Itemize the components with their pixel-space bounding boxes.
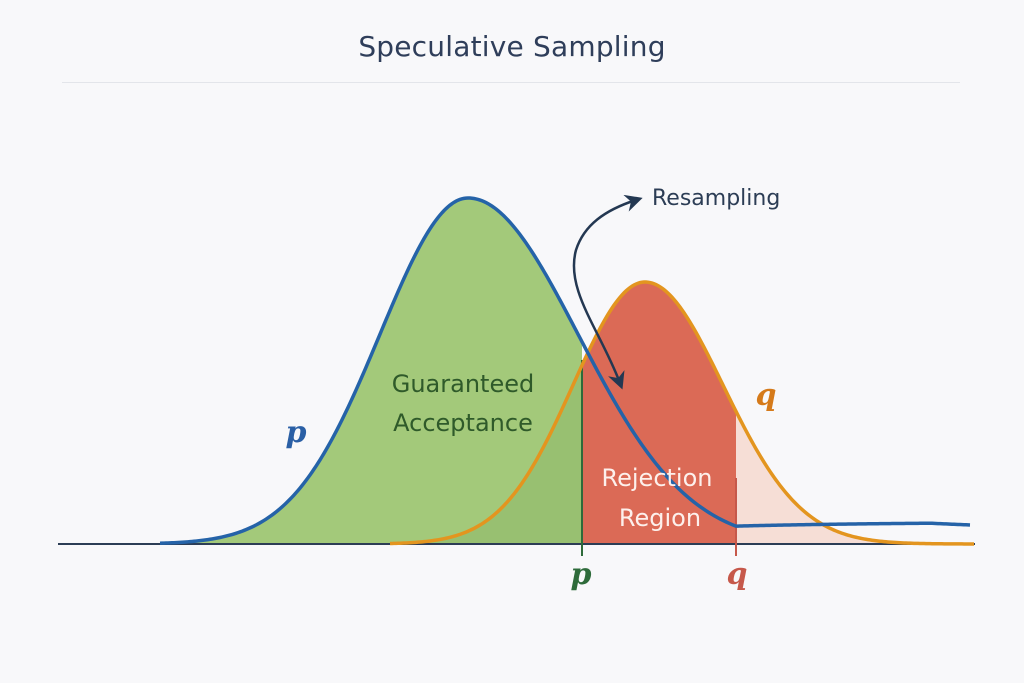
resampling-arrow (572, 194, 643, 390)
axis-q-label: q (727, 557, 748, 592)
reject-label-line2: Region (619, 504, 701, 532)
q-distribution-curve (389, 280, 974, 546)
overlap-shade (390, 365, 582, 544)
accept-label-line2: Acceptance (393, 409, 533, 437)
resampling-label: Resampling (652, 186, 780, 211)
q-curve-label: q (756, 378, 777, 413)
p-distribution-curve (159, 196, 971, 545)
reject-label-line1: Rejection (602, 464, 713, 492)
accept-label-line1: Guaranteed (392, 370, 534, 398)
title-divider (62, 82, 960, 83)
guaranteed-acceptance-region (160, 198, 582, 544)
axis-p-label: p (571, 557, 592, 592)
page-title: Speculative Sampling (358, 30, 666, 63)
p-curve-label: p (286, 415, 307, 450)
